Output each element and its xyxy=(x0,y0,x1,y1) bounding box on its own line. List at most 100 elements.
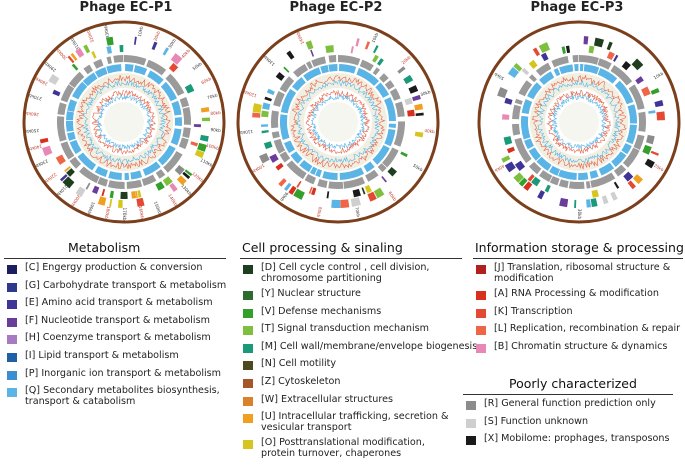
legend-item: [Z] Cytoskeleton xyxy=(240,376,462,394)
gene-feature xyxy=(513,63,523,72)
legend-swatch xyxy=(476,265,486,274)
gene-feature xyxy=(504,161,516,173)
genome-tick-label: 160kb xyxy=(138,205,145,219)
gene-feature xyxy=(373,187,385,199)
gene-feature xyxy=(559,197,569,208)
gene-feature xyxy=(162,176,173,187)
gene-feature xyxy=(97,196,107,206)
legend-swatch xyxy=(476,291,486,300)
genome-tick-label: 200kb xyxy=(70,194,81,208)
gene-track-block xyxy=(527,82,542,100)
legend-swatch xyxy=(7,300,17,310)
gene-feature xyxy=(352,188,361,198)
gene-track-block xyxy=(82,72,98,87)
gene-feature xyxy=(133,36,137,45)
legend-label: [A] RNA Processing & modification xyxy=(494,288,659,299)
gene-track-block xyxy=(628,84,645,110)
legend-label: [T] Signal transduction mechanism xyxy=(261,323,430,335)
gene-track-block xyxy=(72,81,88,100)
gene-track-block xyxy=(171,100,182,116)
gene-feature xyxy=(503,136,513,146)
gene-track-block xyxy=(155,169,166,179)
gene-track-block xyxy=(578,172,589,180)
gene-track-block xyxy=(597,68,618,84)
legend-swatch xyxy=(466,401,476,410)
gene-feature xyxy=(364,184,372,194)
gene-track-block xyxy=(83,64,94,75)
gene-feature xyxy=(67,55,75,64)
legend-swatch xyxy=(243,308,253,318)
gene-track-block xyxy=(306,61,313,70)
legend-swatch xyxy=(243,343,253,353)
legend-item: [S] Function unknown xyxy=(463,416,673,434)
gene-track-block xyxy=(512,104,522,120)
gene-feature xyxy=(364,41,371,50)
gene-track-block xyxy=(549,165,561,176)
genome-tick-label: 250kb xyxy=(25,128,39,134)
gene-feature xyxy=(169,182,178,193)
information-storage-section: Information storage & processing [J] Tra… xyxy=(473,240,684,358)
gene-feature xyxy=(135,190,139,198)
genome-tick-label: 50kb xyxy=(412,163,424,173)
legend-swatch xyxy=(243,440,253,450)
genome-tick-label: 310kb xyxy=(69,37,80,51)
legend-swatch xyxy=(466,436,476,446)
gene-feature xyxy=(403,74,414,85)
gene-track-block xyxy=(309,166,318,175)
gene-feature xyxy=(66,168,75,177)
gene-feature xyxy=(502,114,510,120)
gene-track-block xyxy=(67,131,76,141)
gene-feature xyxy=(92,185,100,195)
gene-feature xyxy=(184,83,195,94)
gene-track-block xyxy=(382,147,399,168)
gene-track-block xyxy=(68,71,85,88)
gene-track-block xyxy=(627,104,637,124)
legend-swatch xyxy=(243,414,253,424)
gene-feature xyxy=(355,38,360,47)
gene-feature xyxy=(296,180,302,188)
gene-track-block xyxy=(133,65,148,76)
gene-track-block xyxy=(558,169,577,180)
gene-track-block xyxy=(299,160,313,173)
cell-processing-title: Cell processing & sinaling xyxy=(240,240,462,259)
gene-feature xyxy=(650,150,659,156)
gc-content-line xyxy=(296,79,380,164)
cell-processing-legend: [D] Cell cycle control , cell division, … xyxy=(240,262,477,463)
gene-feature xyxy=(537,190,545,200)
gene-feature xyxy=(308,186,313,194)
legend-swatch xyxy=(7,352,17,362)
gene-feature xyxy=(101,188,106,197)
legend-item: [C] Engergy production & conversion xyxy=(4,262,226,280)
legend-item: [X] Mobilome: prophages, transposons xyxy=(463,433,673,451)
genome-tick-label: 190kb xyxy=(86,201,96,215)
gene-feature xyxy=(310,49,315,57)
legend-item: [L] Replication, recombination & repair xyxy=(473,323,683,341)
gene-feature xyxy=(200,107,210,113)
poorly-characterized-title: Poorly characterized xyxy=(463,376,673,395)
gc-content-line xyxy=(546,90,612,155)
genome-tick-label: 120kb xyxy=(243,90,257,99)
genome-tick-label: 60kb xyxy=(200,76,212,85)
legend-label: [X] Mobilome: prophages, transposons xyxy=(484,433,670,445)
legend-swatch xyxy=(243,396,253,406)
legend-swatch xyxy=(243,265,253,274)
gene-track-block xyxy=(328,64,338,72)
center-disc xyxy=(318,102,358,142)
legend-label: [C] Engergy production & conversion xyxy=(25,262,203,273)
gene-feature xyxy=(532,47,541,57)
legend-item: [O] Posttranslational modification, prot… xyxy=(240,437,462,463)
genome-tick-label: 20kb xyxy=(153,30,162,42)
gene-feature xyxy=(151,41,158,51)
gene-feature xyxy=(497,87,508,99)
gene-feature xyxy=(623,171,634,182)
gene-feature xyxy=(71,63,79,71)
legend-label: [U] Intracellular trafficking, secretion… xyxy=(261,411,449,434)
gene-track-block xyxy=(539,170,553,182)
gene-feature xyxy=(75,186,86,197)
genome-tick-label: 330kb xyxy=(103,24,110,38)
gene-feature xyxy=(83,44,91,54)
gene-track-block xyxy=(621,143,632,155)
gene-feature xyxy=(400,151,408,158)
gene-feature xyxy=(361,187,366,195)
gene-track-block xyxy=(384,128,396,147)
